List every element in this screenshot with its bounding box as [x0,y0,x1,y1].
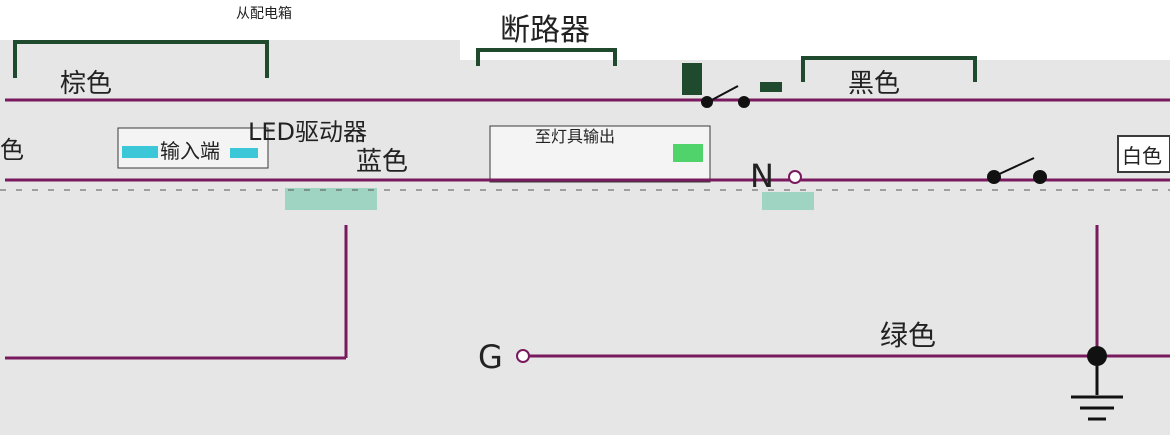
switch-breaker-blade [707,85,739,103]
switch-neutral [987,157,1047,184]
led-driver-green [673,144,703,162]
teal-block-left [285,188,377,210]
terminal-g-icon [516,349,530,363]
left-edge-label: 色 [0,136,24,164]
dark-terminal-block [760,82,782,92]
text-labels: 从配电箱 断路器 棕色 色 输入端 LED驱动器 蓝色 至灯具输出 黑色 白色 … [0,6,1162,376]
wires [0,98,1170,360]
switch-neutral-contact [1033,170,1047,184]
terminal-g-label: G [478,338,503,376]
component-boxes [117,63,1170,210]
frame-breaker [476,48,617,66]
green-label: 绿色 [880,319,936,352]
blue-label: 蓝色 [356,147,408,177]
teal-block-right [762,192,814,210]
panel-main [0,170,1170,435]
frame-right [801,56,977,82]
input-box-cyan-2 [230,148,258,158]
switch-breaker-contact [738,96,750,108]
ground-icon [1071,366,1123,421]
top-faint-label: 从配电箱 [236,6,292,22]
switch-neutral-blade [994,157,1035,177]
breaker-body [682,63,702,95]
frame-left [13,40,269,78]
input-box-cyan [122,146,158,158]
black-label: 黑色 [848,69,900,99]
terminals [516,170,1107,366]
junction-dot-icon [1087,346,1107,366]
breaker-label: 断路器 [500,13,590,48]
terminal-n-label: N [750,157,774,195]
background-panels [0,40,1170,435]
right-output-box [1117,135,1170,173]
frame-outlines [13,40,977,82]
led-driver-label: LED驱动器 [248,118,367,146]
right-edge-label: 白色 [1122,144,1162,168]
brown-label: 棕色 [60,69,112,99]
switch-neutral-pivot [987,170,1001,184]
switch-breaker-pivot [701,96,713,108]
panel-top-right [715,60,1170,170]
input-label: 输入端 [160,139,220,163]
switch-breaker [701,85,750,108]
terminal-n-icon [788,170,802,184]
output-label: 至灯具输出 [535,127,615,146]
